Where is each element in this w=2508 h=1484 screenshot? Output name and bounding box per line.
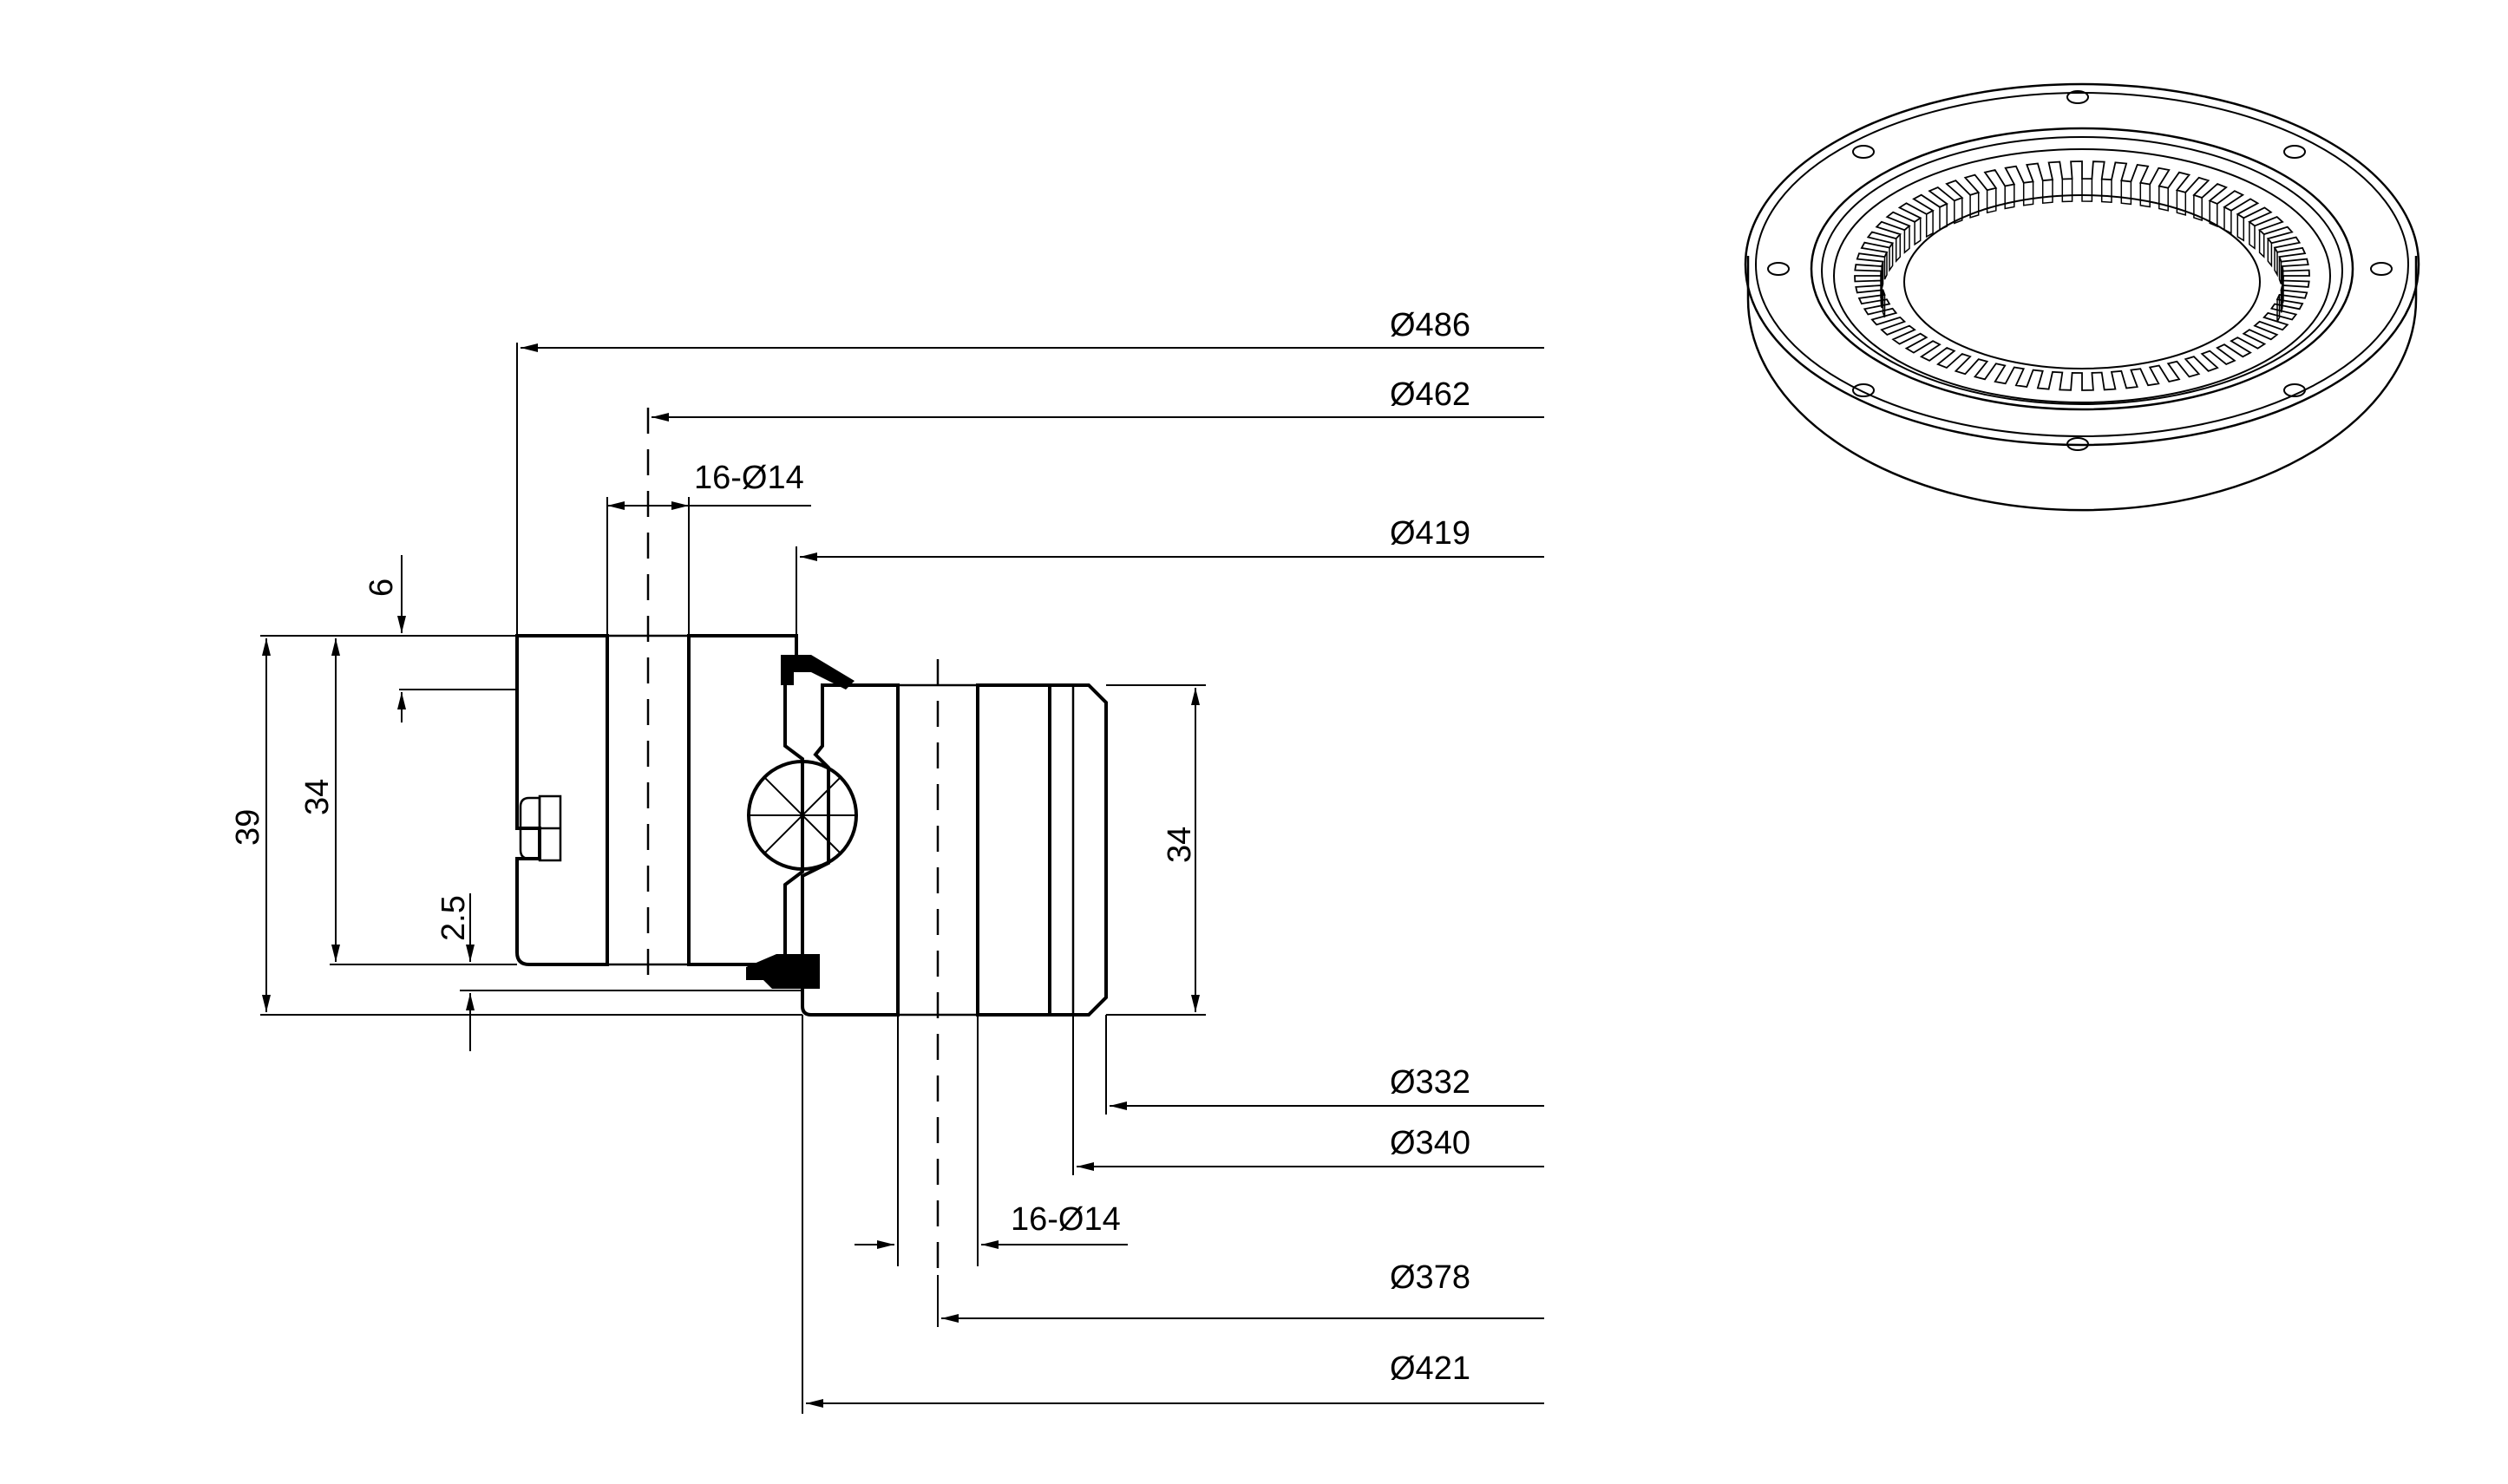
dim-h34-left: 34 [299,779,336,815]
dim-d419: Ø419 [1390,515,1470,552]
dim-d486: Ø486 [1390,307,1470,343]
dim-d340: Ø340 [1390,1125,1470,1161]
dim-holes-top: 16-Ø14 [694,460,804,496]
lower-seal [746,954,820,989]
dim-holes-bottom: 16-Ø14 [1011,1201,1121,1238]
inner-ring-section [801,683,1108,1017]
dim-h6: 6 [363,579,400,597]
cross-section [515,408,1108,1275]
bearing-ball-icon [747,760,858,871]
dim-d332: Ø332 [1390,1064,1470,1101]
dim-h34-right: 34 [1162,827,1198,863]
outer-ring-section [515,634,804,966]
upper-seal [781,655,855,690]
dim-d421: Ø421 [1390,1350,1470,1387]
dim-d378: Ø378 [1390,1259,1470,1296]
dim-h2-5: 2.5 [435,895,472,941]
dimensions: Ø486 Ø462 16-Ø14 Ø419 6 39 34 2.5 [230,307,1544,1414]
dim-d462: Ø462 [1390,376,1470,413]
outer-bolt-holes [1767,90,2393,451]
slewing-ring-perspective-icon [1744,82,2420,512]
dim-h39: 39 [230,809,266,846]
